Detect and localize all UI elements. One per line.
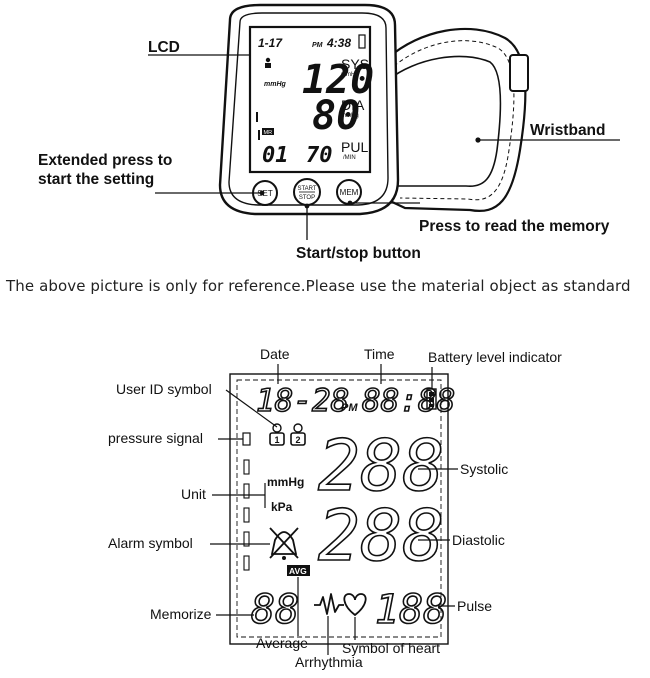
- lcd-sys-label: SYS: [341, 56, 369, 72]
- detail-alarm-icon: [269, 527, 299, 560]
- arrhythmia-label: Arrhythmia: [295, 654, 363, 670]
- detail-avg-badge-box: [287, 565, 310, 576]
- start-stop-button[interactable]: START STOP: [293, 178, 321, 206]
- mem-button-label: MEM: [340, 188, 359, 197]
- detail-pressure-bars: [242, 432, 251, 571]
- lcd-unit: mmHg: [264, 81, 287, 88]
- average-label: Average: [256, 635, 308, 651]
- detail-pulse-digits: 188: [375, 587, 447, 633]
- lcd-battery-icon: [358, 34, 366, 49]
- lcd-memory-badge: MR: [264, 130, 273, 136]
- detail-user2-label: 2: [295, 435, 300, 445]
- lcd-pul-label: PUL: [341, 139, 368, 155]
- lcd-dia-sublabel: mmHg: [341, 113, 359, 119]
- detail-memory-digits: 88: [251, 587, 299, 633]
- diastolic-label: Diastolic: [452, 532, 505, 548]
- detail-user-icons: 1 2: [269, 423, 306, 446]
- detail-lcd-dashed-border: [236, 379, 442, 638]
- detail-user1-label: 1: [274, 435, 279, 445]
- lcd-memory-number: 01: [262, 143, 289, 168]
- lcd-ampm: PM: [312, 42, 323, 49]
- detail-pm: PM: [341, 402, 358, 414]
- monitor-body-inner: [228, 12, 389, 206]
- lcd-diastolic-value: 80: [312, 93, 360, 139]
- detail-unit-kpa: kPa: [271, 500, 293, 514]
- time-label: Time: [364, 346, 395, 362]
- lcd-pul-sublabel: /MIN: [343, 155, 356, 161]
- mem-button[interactable]: MEM: [336, 179, 362, 205]
- setting-callout-line1: Extended press to: [38, 152, 172, 169]
- pressure-signal-label: pressure signal: [108, 430, 203, 446]
- battery-label: Battery level indicator: [428, 349, 562, 365]
- memory-callout-label: Press to read the memory: [419, 218, 610, 235]
- date-label: Date: [260, 346, 290, 362]
- detail-arrhythmia-icon: [314, 593, 344, 615]
- lcd-sys-sublabel: mmHg: [341, 72, 359, 78]
- systolic-label: Systolic: [460, 461, 508, 477]
- detail-time-digits: 88:88: [362, 383, 455, 419]
- lcd-detail-diagram: 18-28 PM 88:88 1 2 288 288 mmHg: [229, 373, 456, 645]
- detail-unit-mmhg: mmHg: [267, 475, 304, 489]
- unit-label: Unit: [181, 486, 206, 502]
- top-callouts: LCD Wristband Extended press to start th…: [38, 39, 620, 262]
- lcd-date: 1-17: [258, 36, 283, 50]
- detail-date-digits: 18-28: [256, 383, 349, 419]
- detail-systolic-digits: 288: [318, 425, 444, 507]
- alarm-label: Alarm symbol: [108, 535, 193, 551]
- lcd-user-icon: [265, 57, 271, 68]
- detail-avg-badge: AVG: [289, 566, 307, 576]
- wristband-callout-label: Wristband: [530, 122, 606, 139]
- lcd-memory-badge-box: [262, 128, 274, 135]
- lcd-screen: [248, 25, 372, 174]
- memorize-label: Memorize: [150, 606, 212, 622]
- detail-heart-icon: [343, 593, 367, 617]
- wristband-inner-edge: [387, 55, 502, 187]
- bottom-callouts: Date Time Battery level indicator User I…: [108, 346, 562, 670]
- setting-callout-line2: start the setting: [38, 171, 154, 188]
- lcd-pulse-value: 70: [306, 143, 333, 168]
- lcd-dia-label: DIA: [341, 97, 365, 113]
- wrist-monitor-illustration: 1-17 PM 4:38 mmHg 120 80 SYS mmHg DIA mm…: [218, 3, 529, 216]
- start-stop-callout-label: Start/stop button: [296, 245, 421, 262]
- lcd-callout-label: LCD: [148, 39, 180, 56]
- pulse-label: Pulse: [457, 598, 492, 614]
- wristband-buckle: [509, 54, 529, 92]
- set-button-label: SET: [257, 189, 273, 198]
- heart-label: Symbol of heart: [342, 640, 440, 656]
- start-button-label-2: STOP: [299, 195, 315, 201]
- user-id-label: User ID symbol: [116, 381, 212, 397]
- start-button-label-1: START: [297, 186, 316, 192]
- wristband-stitching: [393, 40, 515, 201]
- lcd-systolic-value: 120: [302, 57, 374, 103]
- lcd-time: 4:38: [326, 36, 351, 50]
- lcd-pressure-bars: [256, 112, 260, 140]
- detail-diastolic-digits: 288: [318, 495, 444, 577]
- reference-notice: The above picture is only for reference.…: [6, 277, 631, 295]
